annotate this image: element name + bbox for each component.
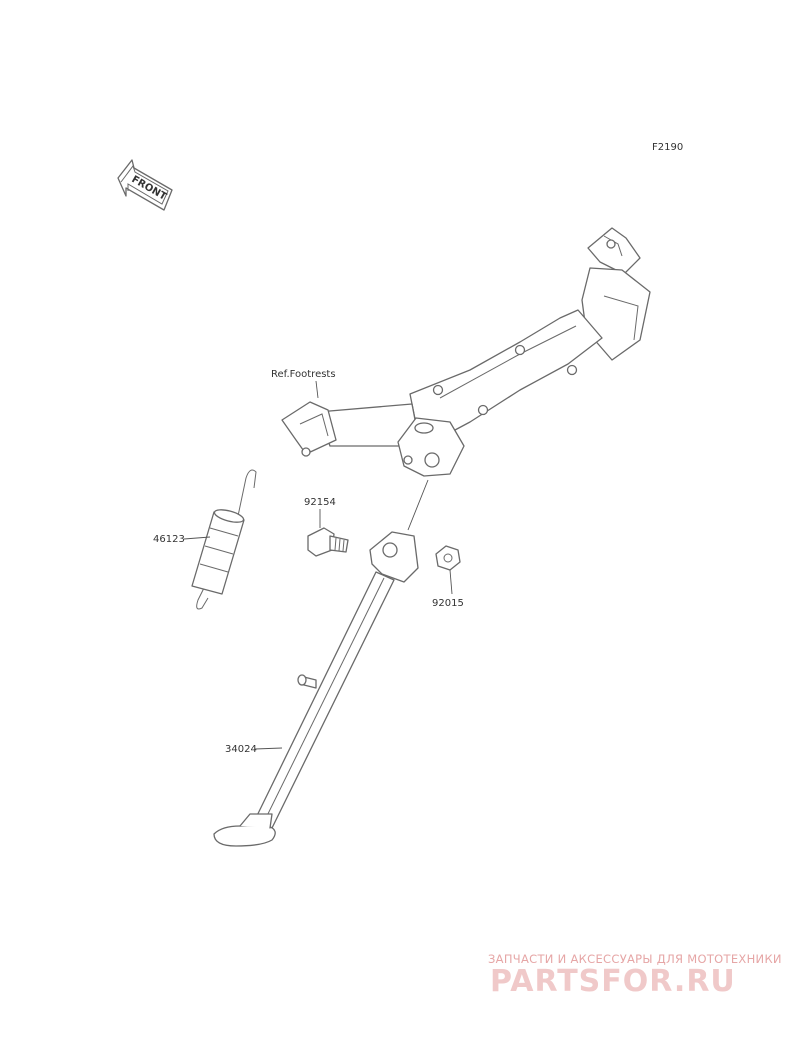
watermark-tagline: ЗАПЧАСТИ И АКСЕССУАРЫ ДЛЯ МОТОТЕХНИКИ	[488, 952, 782, 966]
spring-46123	[191, 469, 257, 610]
part-label-92015: 92015	[432, 598, 464, 609]
watermark-brand: PARTSFOR.RU	[490, 964, 736, 999]
diagram-code: F2190	[652, 142, 683, 153]
bolt-92154	[307, 527, 349, 557]
part-label-92154: 92154	[304, 497, 336, 508]
front-arrow-icon: FRONT	[117, 159, 173, 211]
part-label-46123: 46123	[153, 534, 185, 545]
assembly-line	[407, 479, 429, 531]
side-stand-34024	[213, 531, 419, 847]
nut-92015	[435, 545, 461, 571]
ref-leader-line	[315, 380, 319, 399]
part-label-34024: 34024	[225, 744, 257, 755]
frame-bracket	[281, 227, 651, 477]
ref-footrests-label: Ref.Footrests	[271, 369, 336, 380]
